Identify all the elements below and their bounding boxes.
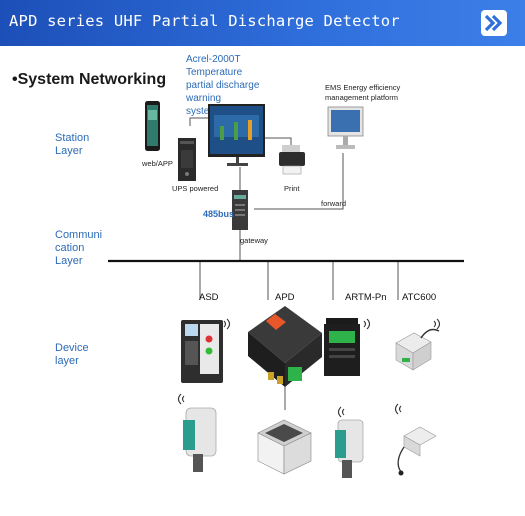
bus-label: 485bus — [203, 209, 235, 219]
wireless-probe-icon — [397, 426, 437, 476]
gateway-icon — [232, 190, 248, 230]
section-heading: •System Networking — [12, 71, 167, 88]
wireless-signal-icon — [433, 318, 441, 330]
communication-layer-label: Communi cation Layer — [55, 229, 103, 267]
asd-device-icon — [181, 320, 223, 383]
wireless-signal-icon — [363, 318, 371, 330]
header-bar: APD series UHF Partial Discharge Detecto… — [0, 0, 525, 46]
artm-pn-device-icon — [324, 318, 360, 376]
wireless-signal-icon — [177, 393, 185, 405]
smartphone-icon — [145, 101, 160, 151]
forward-label: forward — [321, 199, 347, 208]
monitor-icon — [208, 104, 265, 166]
ems-platform-title: EMS Energy efficiency management platfor… — [325, 83, 401, 102]
page-title: APD series UHF Partial Discharge Detecto… — [9, 12, 400, 30]
acrel-system-title: Acrel-2000T Temperature partial discharg… — [186, 54, 260, 117]
connection-lines — [189, 117, 399, 410]
forward-line — [254, 153, 344, 210]
ups-icon — [178, 138, 196, 181]
wireless-signal-icon — [337, 406, 345, 418]
device-label-artm-pn: ARTM-Pn — [345, 292, 387, 303]
wireless-signal-icon — [394, 403, 402, 415]
gateway-label: gateway — [240, 236, 268, 245]
station-layer-label: Station Layer — [55, 132, 90, 157]
computer-icon — [327, 106, 364, 149]
print-label: Print — [284, 184, 300, 193]
double-chevron-right-icon — [484, 14, 503, 32]
printer-icon — [279, 145, 305, 175]
uhf-sensor-icon — [257, 419, 312, 475]
print-connector-line — [265, 137, 292, 146]
wireless-signal-icon — [223, 318, 231, 330]
ups-connector-line — [189, 117, 215, 126]
device-layer-label: Device layer — [55, 342, 89, 367]
web-app-label: web/APP — [142, 159, 173, 168]
device-label-apd: APD — [275, 292, 295, 303]
temperature-sensor-icon — [183, 407, 217, 472]
device-label-atc600: ATC600 — [402, 292, 437, 303]
ups-label: UPS powered — [172, 184, 219, 193]
next-slide-button[interactable] — [481, 10, 507, 36]
device-label-asd: ASD — [199, 292, 219, 303]
atc600-device-icon — [395, 328, 440, 371]
apd-device-icon — [248, 306, 322, 387]
temperature-sensor-icon — [335, 419, 364, 478]
